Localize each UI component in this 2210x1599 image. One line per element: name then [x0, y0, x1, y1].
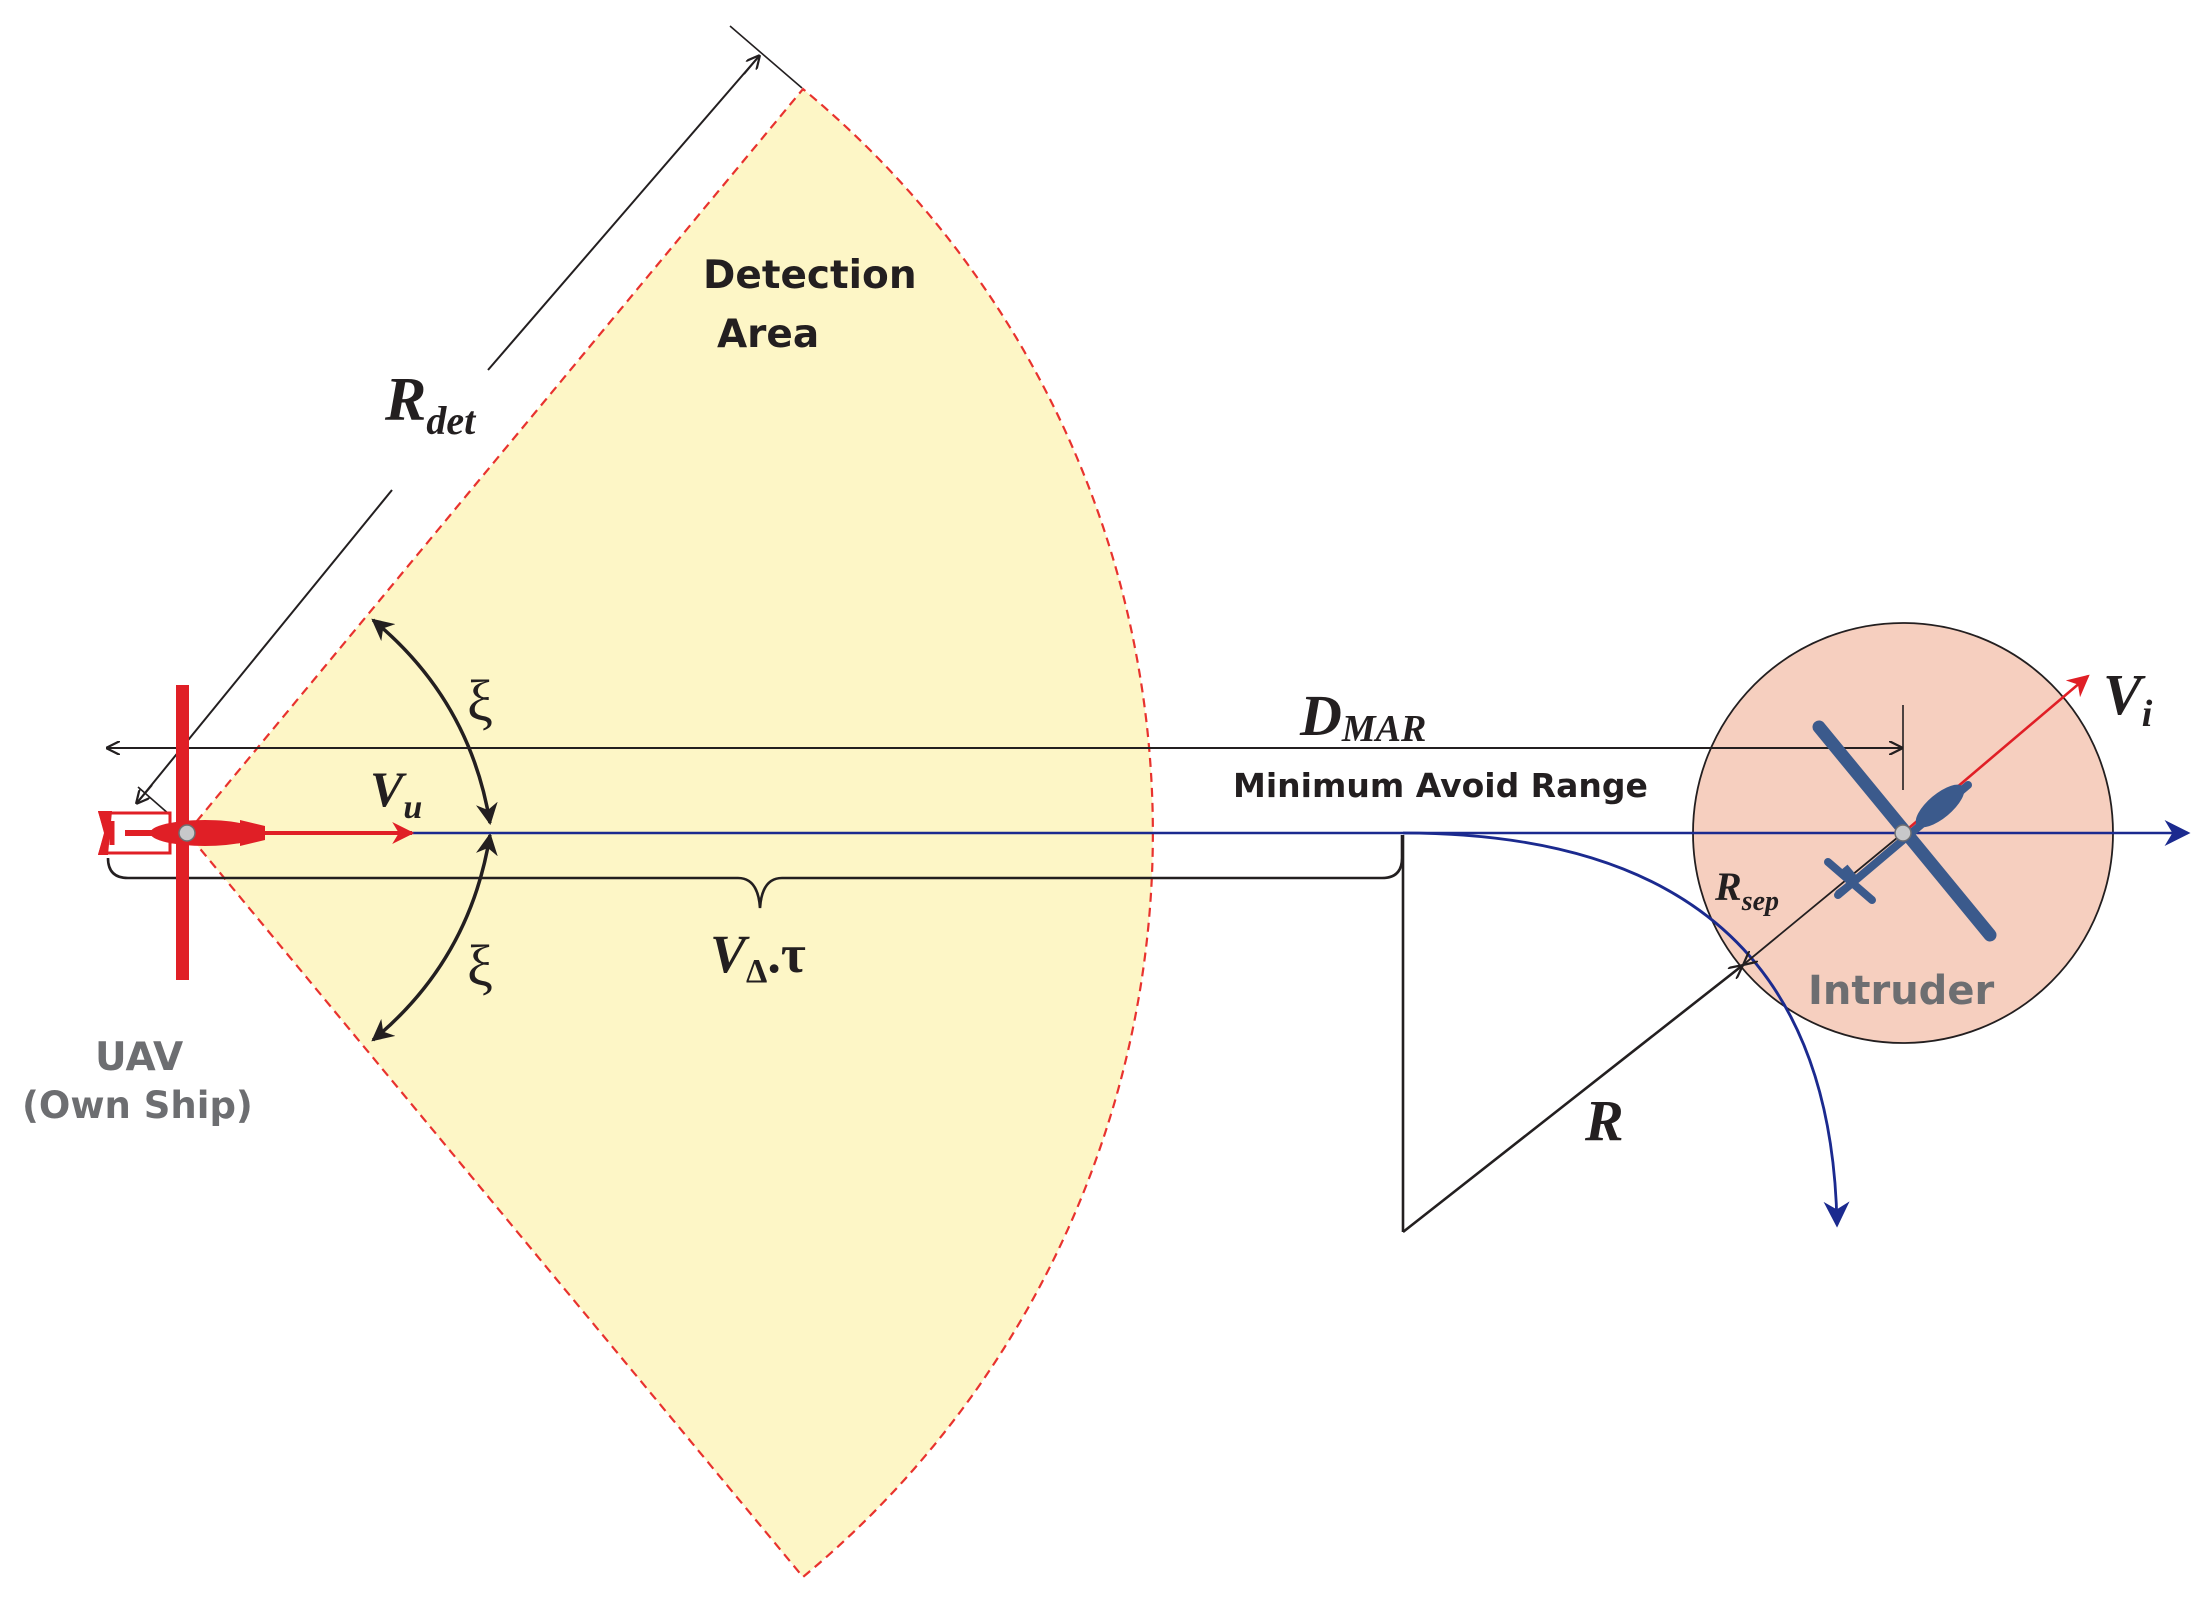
xi-upper-arc	[371, 618, 498, 826]
r-det-label: Rdet	[384, 366, 477, 443]
r-sep-subscript: sep	[1741, 886, 1779, 917]
r-sep-dimension	[1743, 832, 1904, 965]
d-mar-subscript: MAR	[1341, 708, 1426, 750]
svg-text:DMAR: DMAR	[1299, 683, 1426, 750]
v-delta-tau-brace	[106, 835, 1404, 909]
xi-upper-label: ξ	[467, 668, 493, 733]
intruder-aircraft-icon	[1812, 720, 1997, 942]
detection-area-label-line1: Detection	[703, 253, 917, 298]
uav-aircraft-icon	[97, 685, 265, 980]
r-sep-main: R	[1714, 864, 1742, 909]
d-mar-label: DMAR	[1299, 683, 1426, 750]
svg-text:Vu: Vu	[370, 761, 422, 826]
svg-text:Vi: Vi	[2103, 662, 2153, 735]
turn-radius-triangle	[1401, 835, 1743, 1234]
v-u-label: Vu	[370, 761, 422, 826]
svg-text:Rsep: Rsep	[1714, 864, 1779, 917]
v-i-main: V	[2103, 662, 2146, 727]
detection-area-label-line2: Area	[717, 312, 819, 357]
turn-radius-label: R	[1584, 1088, 1624, 1153]
v-delta-tail: .τ	[767, 924, 806, 984]
uav-label-line2: (Own Ship)	[22, 1084, 253, 1127]
v-delta-main: V	[710, 924, 750, 984]
r-sep-label: Rsep	[1714, 864, 1779, 917]
r-det-main: R	[384, 366, 426, 434]
intruder-label: Intruder	[1808, 968, 1994, 1014]
v-delta-subscript: Δ	[746, 953, 767, 990]
v-delta-tau-label: VΔ.τ	[710, 924, 806, 990]
avoidance-turn-path	[1402, 831, 1850, 1228]
v-i-label: Vi	[2103, 662, 2153, 735]
uav-label-line1: UAV	[95, 1035, 183, 1080]
v-i-subscript: i	[2142, 693, 2153, 735]
minimum-avoid-range-label: Minimum Avoid Range	[1233, 766, 1648, 805]
xi-lower-arc	[371, 832, 498, 1042]
r-det-subscript: det	[426, 398, 477, 443]
v-u-main: V	[370, 761, 407, 817]
v-u-subscript: u	[403, 789, 422, 826]
svg-text:Rdet: Rdet	[384, 366, 477, 443]
xi-lower-label: ξ	[467, 933, 493, 998]
svg-text:VΔ.τ: VΔ.τ	[710, 924, 806, 990]
d-mar-main: D	[1299, 683, 1342, 748]
